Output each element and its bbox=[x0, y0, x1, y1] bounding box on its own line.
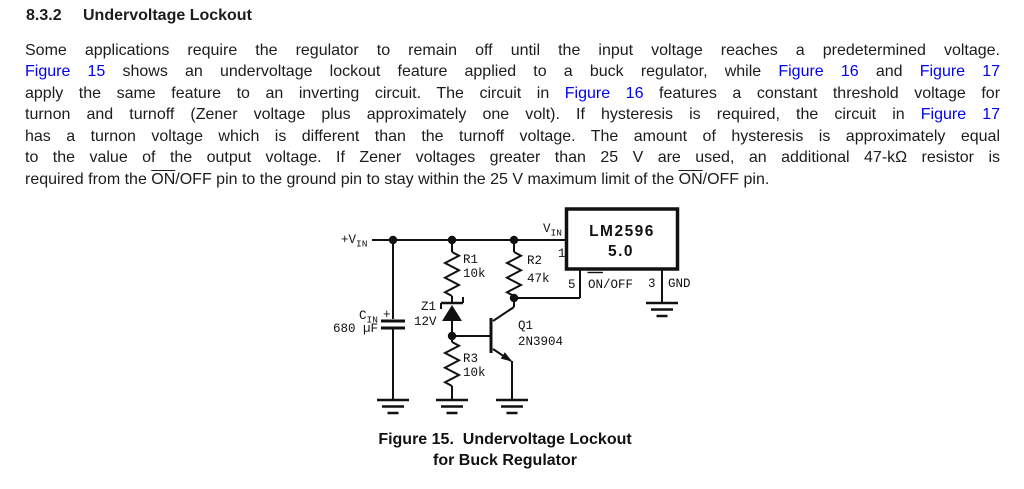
r2-value-label: 47k bbox=[527, 272, 550, 286]
pin1-number: 1 bbox=[558, 247, 566, 261]
q1-collector-diagonal bbox=[492, 306, 515, 322]
q1-ref-label: Q1 bbox=[518, 319, 533, 333]
onoff-text: ON bbox=[151, 170, 176, 188]
cin-ref-label: CIN bbox=[359, 309, 378, 326]
body-text: has a turnon voltage which is different … bbox=[25, 127, 1000, 145]
junction-dot bbox=[447, 331, 457, 341]
resistor-r1 bbox=[442, 251, 462, 297]
pin3-number: 3 bbox=[648, 277, 656, 291]
r2-ref-label: R2 bbox=[527, 254, 542, 268]
r3-ref-label: R3 bbox=[463, 352, 478, 366]
figure-caption: Figure 15. Undervoltage Lockout for Buck… bbox=[0, 429, 1010, 471]
resistor-r2 bbox=[504, 251, 524, 297]
pin3-name-label: GND bbox=[668, 277, 691, 291]
ground-symbol-cin bbox=[375, 398, 411, 415]
r1-ref-label: R1 bbox=[463, 253, 478, 267]
section-heading: 8.3.2 Undervoltage Lockout bbox=[26, 7, 252, 25]
junction-dot bbox=[447, 235, 457, 245]
caption-line1: Figure 15. Undervoltage Lockout bbox=[378, 431, 632, 448]
emitter-arrow bbox=[500, 352, 512, 362]
ground-symbol-q1 bbox=[494, 398, 530, 415]
z1-value-label: 12V bbox=[414, 315, 437, 329]
body-text: /OFF pin. bbox=[702, 170, 770, 188]
paragraph-line: to the value of the output voltage. If Z… bbox=[25, 147, 1000, 168]
paragraph-line: turnon and turnoff (Zener voltage plus a… bbox=[25, 104, 1000, 125]
resistor-r3 bbox=[442, 341, 462, 387]
ic-version-label: 5.0 bbox=[608, 243, 634, 260]
pin-vin-label: VIN bbox=[543, 222, 562, 239]
paragraph-line: Figure 15 shows an undervoltage lockout … bbox=[25, 61, 1000, 82]
ground-symbol-r3 bbox=[434, 398, 470, 415]
pin5-number: 5 bbox=[568, 278, 576, 292]
cin-value-label: 680 µF bbox=[333, 322, 378, 336]
body-text: to the value of the output voltage. If Z… bbox=[25, 149, 1000, 167]
filled-shapes bbox=[388, 235, 519, 362]
input-voltage-label: +VIN bbox=[341, 233, 367, 250]
ground-symbol-pin3 bbox=[644, 301, 680, 318]
z1-ref-label: Z1 bbox=[421, 300, 436, 314]
body-text: features a constant threshold voltage fo… bbox=[643, 84, 1001, 102]
onoff-text: ON bbox=[678, 170, 703, 188]
pin5-name-label: ON/OFF bbox=[588, 278, 633, 292]
body-text: /OFF pin to the ground pin to stay withi… bbox=[175, 170, 679, 188]
paragraph-line: has a turnon voltage which is different … bbox=[25, 126, 1000, 147]
cin-polarity-label: + bbox=[383, 308, 391, 322]
figure-link[interactable]: Figure 16 bbox=[778, 63, 859, 81]
schematic-labels: +VIN CIN + 680 µF Z1 12V R1 10k R2 47k R… bbox=[333, 222, 691, 380]
body-text: shows an undervoltage lockout feature ap… bbox=[105, 63, 779, 81]
section-number: 8.3.2 bbox=[26, 7, 62, 24]
section-title: Undervoltage Lockout bbox=[83, 7, 252, 24]
ic-box-lm2596 bbox=[564, 207, 680, 271]
figure-link[interactable]: Figure 17 bbox=[920, 106, 1001, 124]
body-text: apply the same feature to an inverting c… bbox=[25, 84, 565, 102]
paragraph-line: Some applications require the regulator … bbox=[25, 40, 1000, 61]
r3-value-label: 10k bbox=[463, 366, 486, 380]
zener-triangle bbox=[442, 305, 462, 321]
body-text: required from the bbox=[25, 170, 152, 188]
paragraph-line: apply the same feature to an inverting c… bbox=[25, 83, 1000, 104]
junction-dot bbox=[388, 235, 398, 245]
figure-link[interactable]: Figure 17 bbox=[919, 63, 1001, 81]
caption-line2: for Buck Regulator bbox=[432, 452, 577, 469]
r1-value-label: 10k bbox=[463, 267, 486, 281]
ic-part-label: LM2596 bbox=[589, 223, 655, 240]
body-text: Some applications require the regulator … bbox=[25, 42, 1000, 59]
junction-dot bbox=[509, 235, 519, 245]
body-text: and bbox=[858, 63, 920, 81]
body-text: turnon and turnoff (Zener voltage plus a… bbox=[25, 106, 921, 124]
q1-part-label: 2N3904 bbox=[518, 335, 563, 349]
body-paragraph: Some applications require the regulator … bbox=[25, 40, 1000, 190]
figure-link[interactable]: Figure 15 bbox=[25, 63, 106, 81]
figure-link[interactable]: Figure 16 bbox=[564, 84, 644, 102]
junction-dot bbox=[509, 293, 519, 303]
paragraph-line: required from the ON/OFF pin to the grou… bbox=[25, 169, 1000, 190]
